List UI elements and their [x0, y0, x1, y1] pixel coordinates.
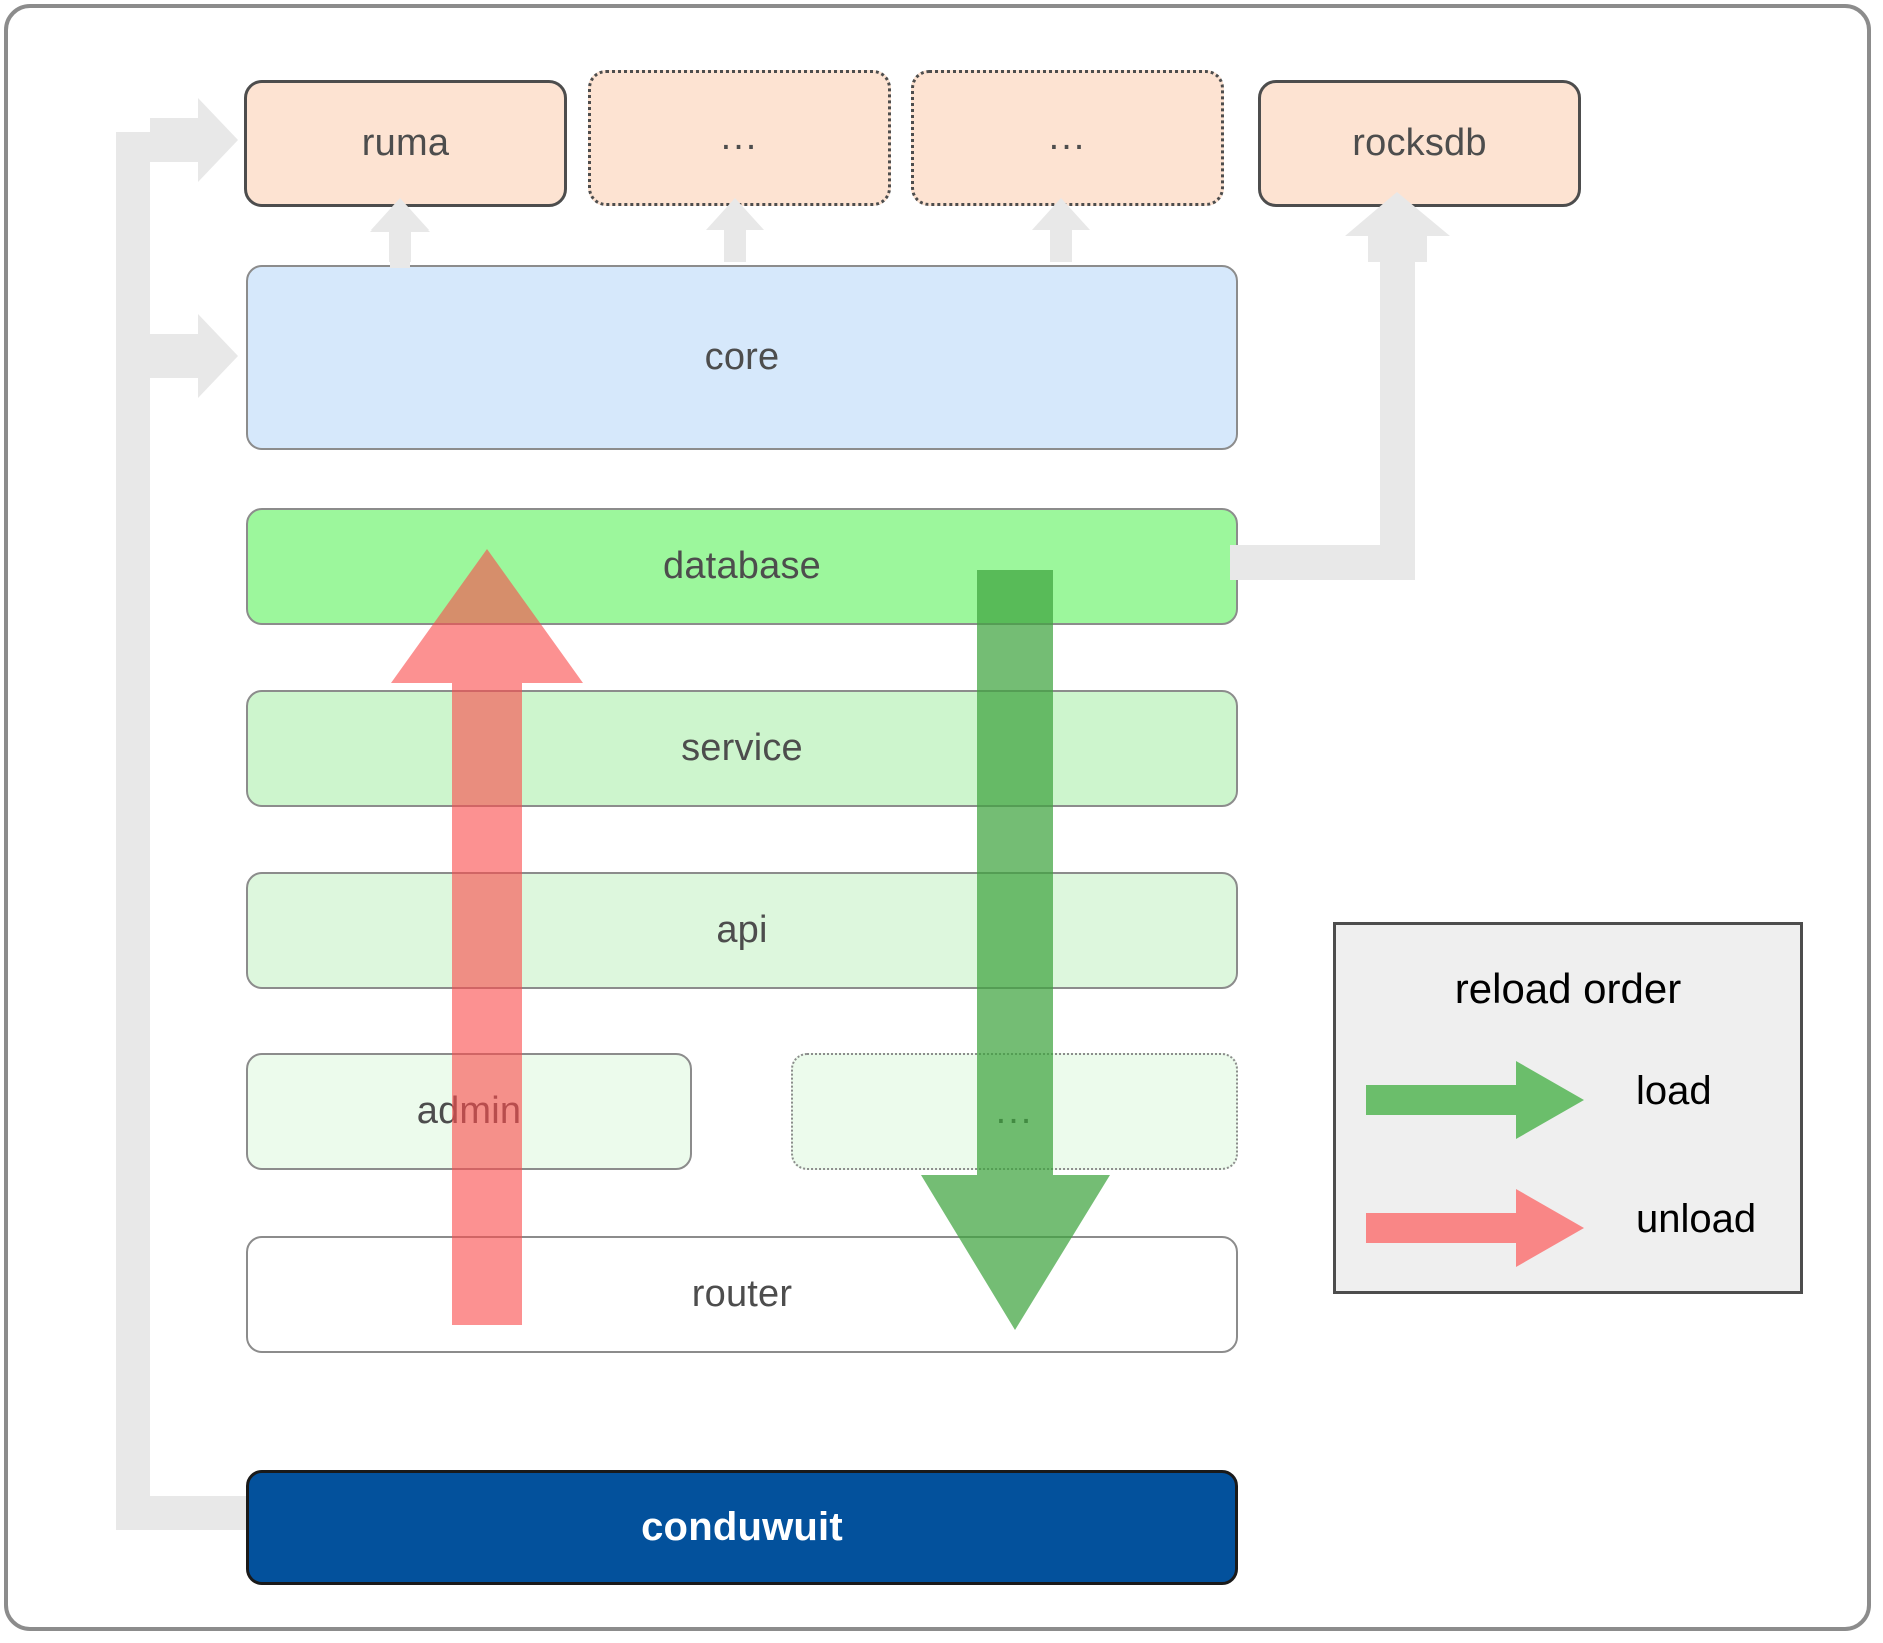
layer-box-api[interactable]: api	[246, 872, 1238, 989]
legend-title: reload order	[1454, 965, 1682, 1012]
unload-arrow-icon	[1366, 1189, 1584, 1267]
legend-row-load: load	[1336, 1055, 1800, 1145]
legend-label-load: load	[1636, 1069, 1712, 1113]
dependency-label: ...	[1048, 116, 1087, 159]
legend-panel: reload order load unload	[1333, 922, 1803, 1294]
dependency-label: ...	[720, 116, 759, 159]
core-label: core	[704, 336, 780, 378]
app-box-conduwuit[interactable]: conduwuit	[246, 1470, 1238, 1585]
layer-label: service	[681, 727, 803, 769]
layer-box-admin[interactable]: admin	[246, 1053, 692, 1170]
app-label: conduwuit	[641, 1505, 843, 1549]
layer-label: api	[716, 909, 768, 951]
layer-label: ...	[995, 1089, 1034, 1132]
layer-box-service[interactable]: service	[246, 690, 1238, 807]
layer-label: admin	[416, 1090, 522, 1132]
layer-box-router[interactable]: router	[246, 1236, 1238, 1353]
dependency-box-ellipsis-1[interactable]: ...	[588, 70, 891, 206]
dependency-box-ruma[interactable]: ruma	[244, 80, 567, 207]
dependency-box-ellipsis-2[interactable]: ...	[911, 70, 1224, 206]
layer-label: database	[663, 545, 821, 587]
dependency-label: rocksdb	[1352, 122, 1487, 164]
legend-row-unload: unload	[1336, 1183, 1800, 1273]
layer-label: router	[691, 1273, 793, 1315]
core-box[interactable]: core	[246, 265, 1238, 450]
layer-box-database[interactable]: database	[246, 508, 1238, 625]
dependency-label: ruma	[361, 122, 450, 164]
load-arrow-icon	[1366, 1061, 1584, 1139]
diagram-frame	[4, 4, 1871, 1631]
legend-label-unload: unload	[1636, 1197, 1757, 1241]
dependency-box-rocksdb[interactable]: rocksdb	[1258, 80, 1581, 207]
layer-box-ellipsis[interactable]: ...	[791, 1053, 1238, 1170]
